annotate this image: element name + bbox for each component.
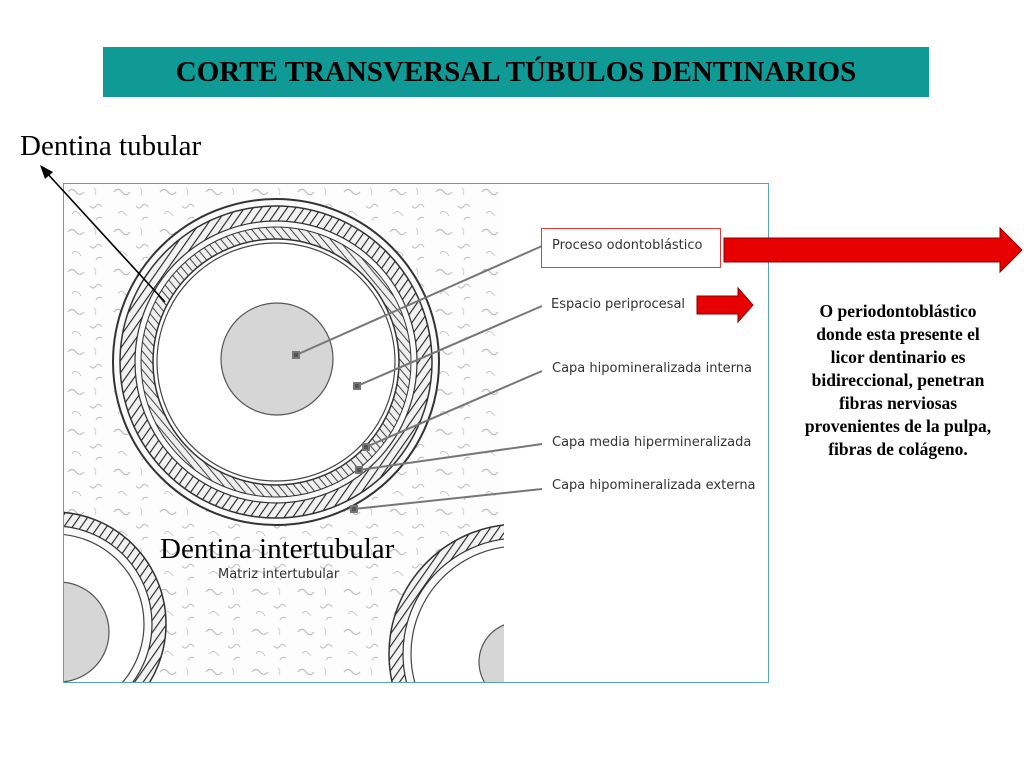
note-line: provenientes de la pulpa, xyxy=(804,416,992,436)
tubule-bottom-left xyxy=(64,511,167,682)
cross-section-figure xyxy=(63,183,769,683)
note-line: fibras nerviosas xyxy=(838,393,958,413)
label-dentina-tubular: Dentina tubular xyxy=(20,130,202,162)
label-espacio-periprocesal: Espacio periprocesal xyxy=(551,297,686,312)
title-banner: CORTE TRANSVERSAL TÚBULOS DENTINARIOS xyxy=(103,47,929,97)
note-line: bidireccional, penetran xyxy=(811,370,985,390)
label-capa-interna: Capa hipomineralizada interna xyxy=(552,361,752,376)
main-tubule xyxy=(112,198,440,526)
label-dentina-intertubular: Dentina intertubular xyxy=(160,533,395,565)
label-capa-media: Capa media hipermineralizada xyxy=(552,435,752,450)
note-line: licor dentinario es xyxy=(830,347,966,367)
page-title: CORTE TRANSVERSAL TÚBULOS DENTINARIOS xyxy=(175,55,857,88)
label-matriz-intertubular: Matriz intertubular xyxy=(218,567,340,582)
note-line: O periodontoblástico xyxy=(819,301,977,321)
label-capa-externa: Capa hipomineralizada externa xyxy=(552,478,756,493)
explanatory-note: O periodontoblástico donde esta presente… xyxy=(774,300,1022,461)
label-proceso-odontoblastico: Proceso odontoblástico xyxy=(552,238,703,253)
leader-lines xyxy=(292,245,543,513)
note-line: fibras de colágeno. xyxy=(828,439,968,459)
note-line: donde esta presente el xyxy=(816,324,980,344)
proceso-highlight-box xyxy=(541,228,721,268)
